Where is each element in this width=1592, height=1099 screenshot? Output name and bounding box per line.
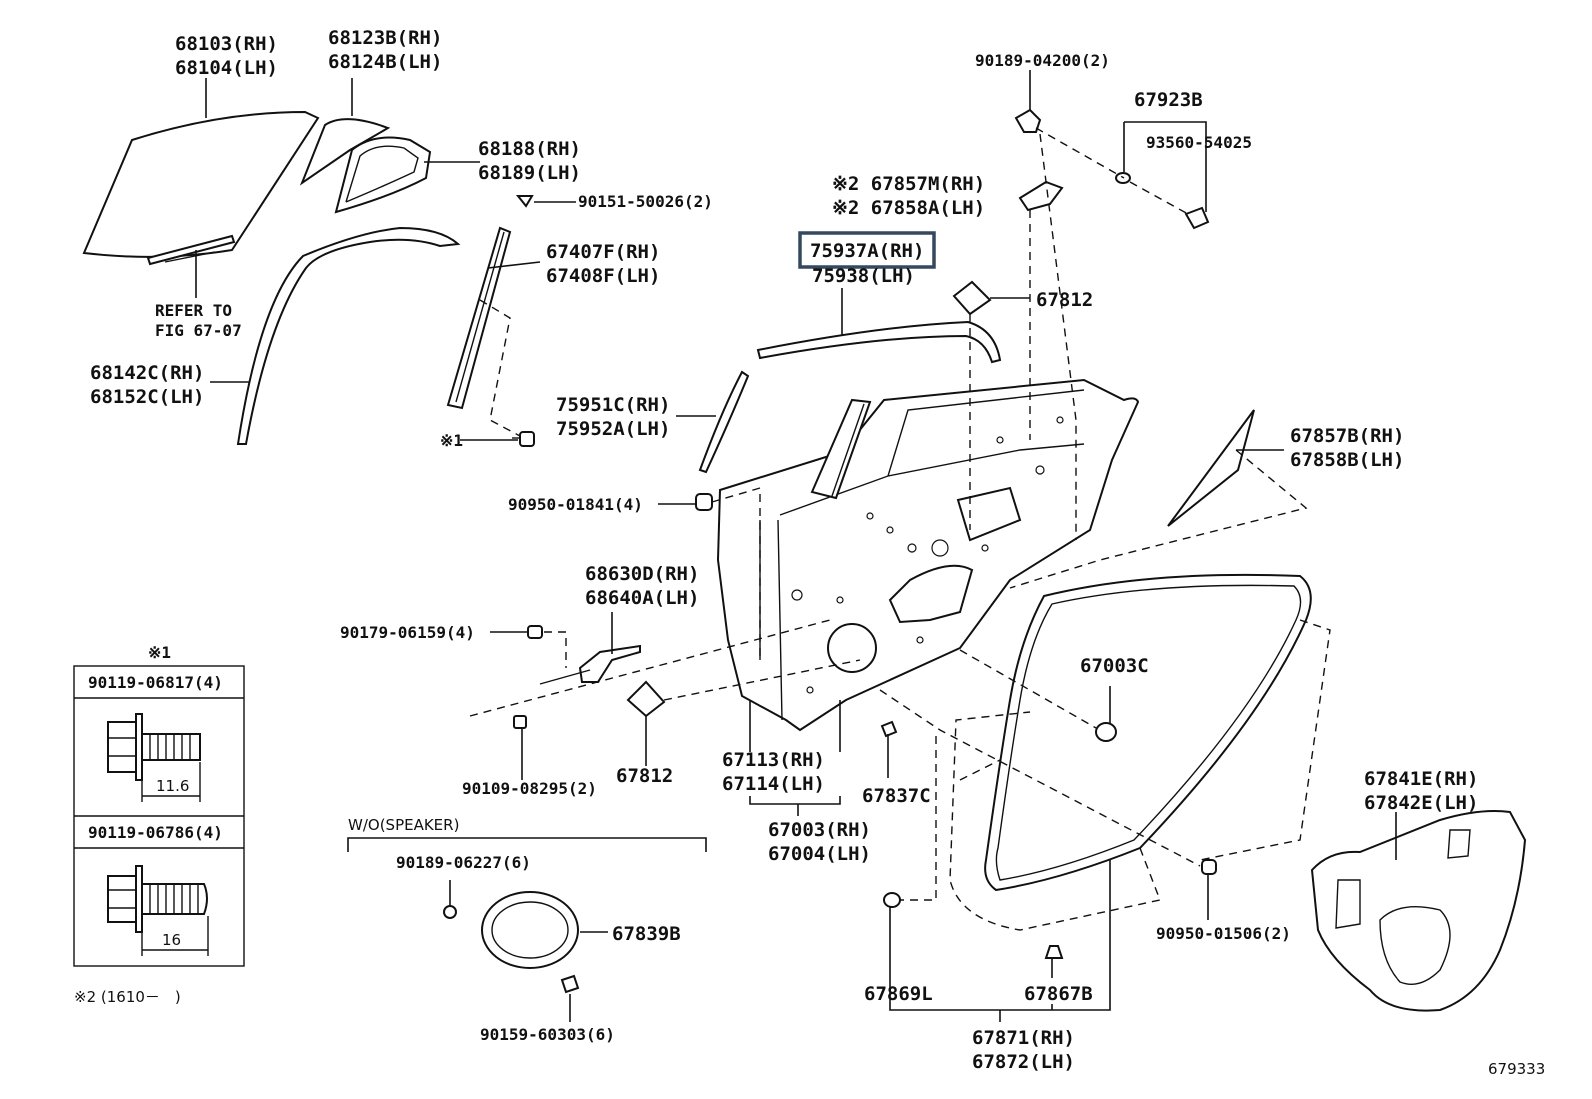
part-labels: 68103(RH) 68104(LH) 68123B(RH) 68124B(LH… xyxy=(90,27,1545,1078)
label-note1-bolt: ※1 xyxy=(440,431,463,450)
label-garnish-rh: 67857B(RH) xyxy=(1290,425,1404,447)
bolt-90109 xyxy=(513,715,527,729)
label-run-lh: 68152C(LH) xyxy=(90,386,204,408)
label-screw-93560: 93560-54025 xyxy=(1146,133,1252,152)
label-check-lh: 68640A(LH) xyxy=(585,587,699,609)
label-mold-lh: 75952A(LH) xyxy=(556,418,670,440)
footnote: ※2 (1610－ ) xyxy=(74,988,181,1006)
label-seal-67812-bot: 67812 xyxy=(616,765,673,787)
label-speaker-67839: 67839B xyxy=(612,923,681,945)
belt-molding xyxy=(756,320,1002,364)
table-row1-dim: 11.6 xyxy=(156,777,189,795)
label-screw-90151: 90151-50026(2) xyxy=(578,192,713,211)
quarter-weatherstrip xyxy=(334,136,432,214)
label-nut-90950-bot: 90950-01506(2) xyxy=(1156,924,1291,943)
hinge-bracket-67857m xyxy=(1018,180,1064,212)
nut-90950-top xyxy=(695,493,713,511)
label-seal-67812-top: 67812 xyxy=(1036,289,1093,311)
label-clip-67837: 67837C xyxy=(862,785,931,807)
clip-67869l xyxy=(883,892,901,908)
table-row1-label: 90119-06817(4) xyxy=(88,673,223,692)
run-channel xyxy=(236,226,461,445)
label-ref-no: 679333 xyxy=(1488,1060,1545,1078)
label-bolt-90109: 90109-08295(2) xyxy=(462,779,597,798)
screw-90151 xyxy=(515,195,534,208)
door-weatherstrip xyxy=(984,573,1312,892)
label-clip-67867: 67867B xyxy=(1024,983,1093,1005)
label-check-rh: 68630D(RH) xyxy=(585,563,699,585)
table-row2-dim: 16 xyxy=(162,931,181,949)
label-belt-lh: 75938(LH) xyxy=(812,265,915,287)
label-garnish-lh: 67858B(LH) xyxy=(1290,449,1404,471)
clip-90189-top xyxy=(1014,108,1042,133)
label-screw-90159: 90159-60303(6) xyxy=(480,1025,615,1044)
frame-molding xyxy=(698,370,750,474)
label-channel-lh: 67408F(LH) xyxy=(546,265,660,287)
nut-90950-bottom xyxy=(1201,859,1217,875)
label-wstrip-rh: 67871(RH) xyxy=(972,1027,1075,1049)
rear-channel xyxy=(446,226,512,410)
label-cover-67923: 67923B xyxy=(1134,89,1203,111)
clip-67837c xyxy=(880,720,898,738)
label-quarter-lh: 68124B(LH) xyxy=(328,51,442,73)
table-row2-label: 90119-06786(4) xyxy=(88,823,223,842)
label-hinge-w-rh: 67113(RH) xyxy=(722,749,825,771)
door-panel xyxy=(716,378,1140,732)
clip-67867b xyxy=(1044,945,1064,959)
door-check xyxy=(539,644,641,685)
door-glass xyxy=(82,110,320,258)
label-mold-rh: 75951C(RH) xyxy=(556,394,670,416)
label-door-lh: 67004(LH) xyxy=(768,843,871,865)
label-channel-rh: 67407F(RH) xyxy=(546,241,660,263)
label-hinge-lh: ※2 67858A(LH) xyxy=(832,197,985,219)
bolt-note1 xyxy=(512,431,535,447)
seal-67812-top xyxy=(952,280,992,316)
bolt-90179 xyxy=(527,625,543,639)
quarter-glass xyxy=(299,118,391,186)
label-hinge-w-lh: 67114(LH) xyxy=(722,773,825,795)
bolt-icon-2 xyxy=(107,865,209,956)
door-trim-panel xyxy=(1310,810,1527,1012)
bolt-icon-1 xyxy=(107,713,201,802)
label-qwstrip-rh: 68188(RH) xyxy=(478,138,581,160)
label-bolt-90179: 90179-06159(4) xyxy=(340,623,475,642)
cushion-67003c xyxy=(1095,722,1117,742)
label-nut-90950-top: 90950-01841(4) xyxy=(508,495,643,514)
label-trim-rh: 67841E(RH) xyxy=(1364,768,1478,790)
label-cushion-67003c: 67003C xyxy=(1080,655,1149,677)
label-door-rh: 67003(RH) xyxy=(768,819,871,841)
label-qwstrip-lh: 68189(LH) xyxy=(478,162,581,184)
label-refer-2: FIG 67-07 xyxy=(155,321,242,340)
label-refer-1: REFER TO xyxy=(155,301,232,320)
glass-channel-bar xyxy=(146,234,236,266)
highlight-box xyxy=(798,231,936,269)
label-wo-speaker: W/O(SPEAKER) xyxy=(348,816,459,834)
garnish-67857b xyxy=(1167,409,1255,527)
table-note-mark: ※1 xyxy=(148,643,171,662)
seal-67812-bottom xyxy=(626,680,666,718)
label-hinge-rh: ※2 67857M(RH) xyxy=(832,173,985,195)
screw-93560 xyxy=(1184,206,1210,230)
assembly-lines xyxy=(469,127,1331,931)
label-clip-67869: 67869L xyxy=(864,983,933,1005)
label-glass-rh: 68103(RH) xyxy=(175,33,278,55)
label-quarter-rh: 68123B(RH) xyxy=(328,27,442,49)
leader-lines xyxy=(195,70,1397,1022)
label-belt-rh: 75937A(RH) xyxy=(810,240,924,262)
bolt-table: ※1 90119-06817(4) 90119-06786(4) 11.6 16 xyxy=(73,643,245,967)
label-run-rh: 68142C(RH) xyxy=(90,362,204,384)
speaker-bracket xyxy=(443,891,580,994)
label-wstrip-lh: 67872(LH) xyxy=(972,1051,1075,1073)
label-clip-90189-spk: 90189-06227(6) xyxy=(396,853,531,872)
label-glass-lh: 68104(LH) xyxy=(175,57,278,79)
label-clip-90189-top: 90189-04200(2) xyxy=(975,51,1110,70)
label-trim-lh: 67842E(LH) xyxy=(1364,792,1478,814)
